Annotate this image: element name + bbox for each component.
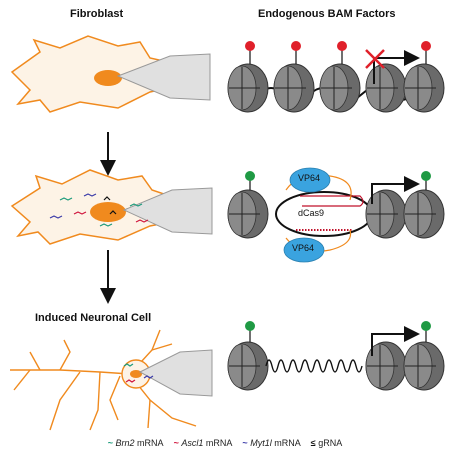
transfected-cell xyxy=(10,169,213,245)
neuron-probe xyxy=(138,349,213,397)
header-bam-factors: Endogenous BAM Factors xyxy=(258,8,396,20)
fibroblast-cell xyxy=(10,35,211,113)
legend: ~ Brn2 mRNA ~ Ascl1 mRNA ~ Myt1l mRNA ≤ … xyxy=(0,438,450,448)
legend-item-ascl1: ~ Ascl1 mRNA xyxy=(173,438,232,448)
grna-icon: ≤ xyxy=(310,438,316,448)
ascl1-mrna-icon: ~ xyxy=(173,438,179,448)
vp64-label-bottom: VP64 xyxy=(292,243,315,253)
chromatin-activated xyxy=(227,167,445,263)
legend-item-myt1l: ~ Myt1l mRNA xyxy=(242,438,301,448)
dcas9-label: dCas9 xyxy=(298,208,325,218)
chromatin-repressed xyxy=(227,41,445,113)
legend-item-brn2: ~ Brn2 mRNA xyxy=(107,438,164,448)
header-fibroblast: Fibroblast xyxy=(70,8,124,20)
legend-item-grna: ≤ gRNA xyxy=(310,438,343,448)
brn2-mrna-icon: ~ xyxy=(107,438,113,448)
header-induced-neuron: Induced Neuronal Cell xyxy=(35,312,152,324)
myt1l-mrna-icon: ~ xyxy=(242,438,248,448)
vp64-label-top: VP64 xyxy=(298,173,321,183)
neuron-mrna xyxy=(123,363,154,383)
chromatin-open xyxy=(227,321,445,391)
